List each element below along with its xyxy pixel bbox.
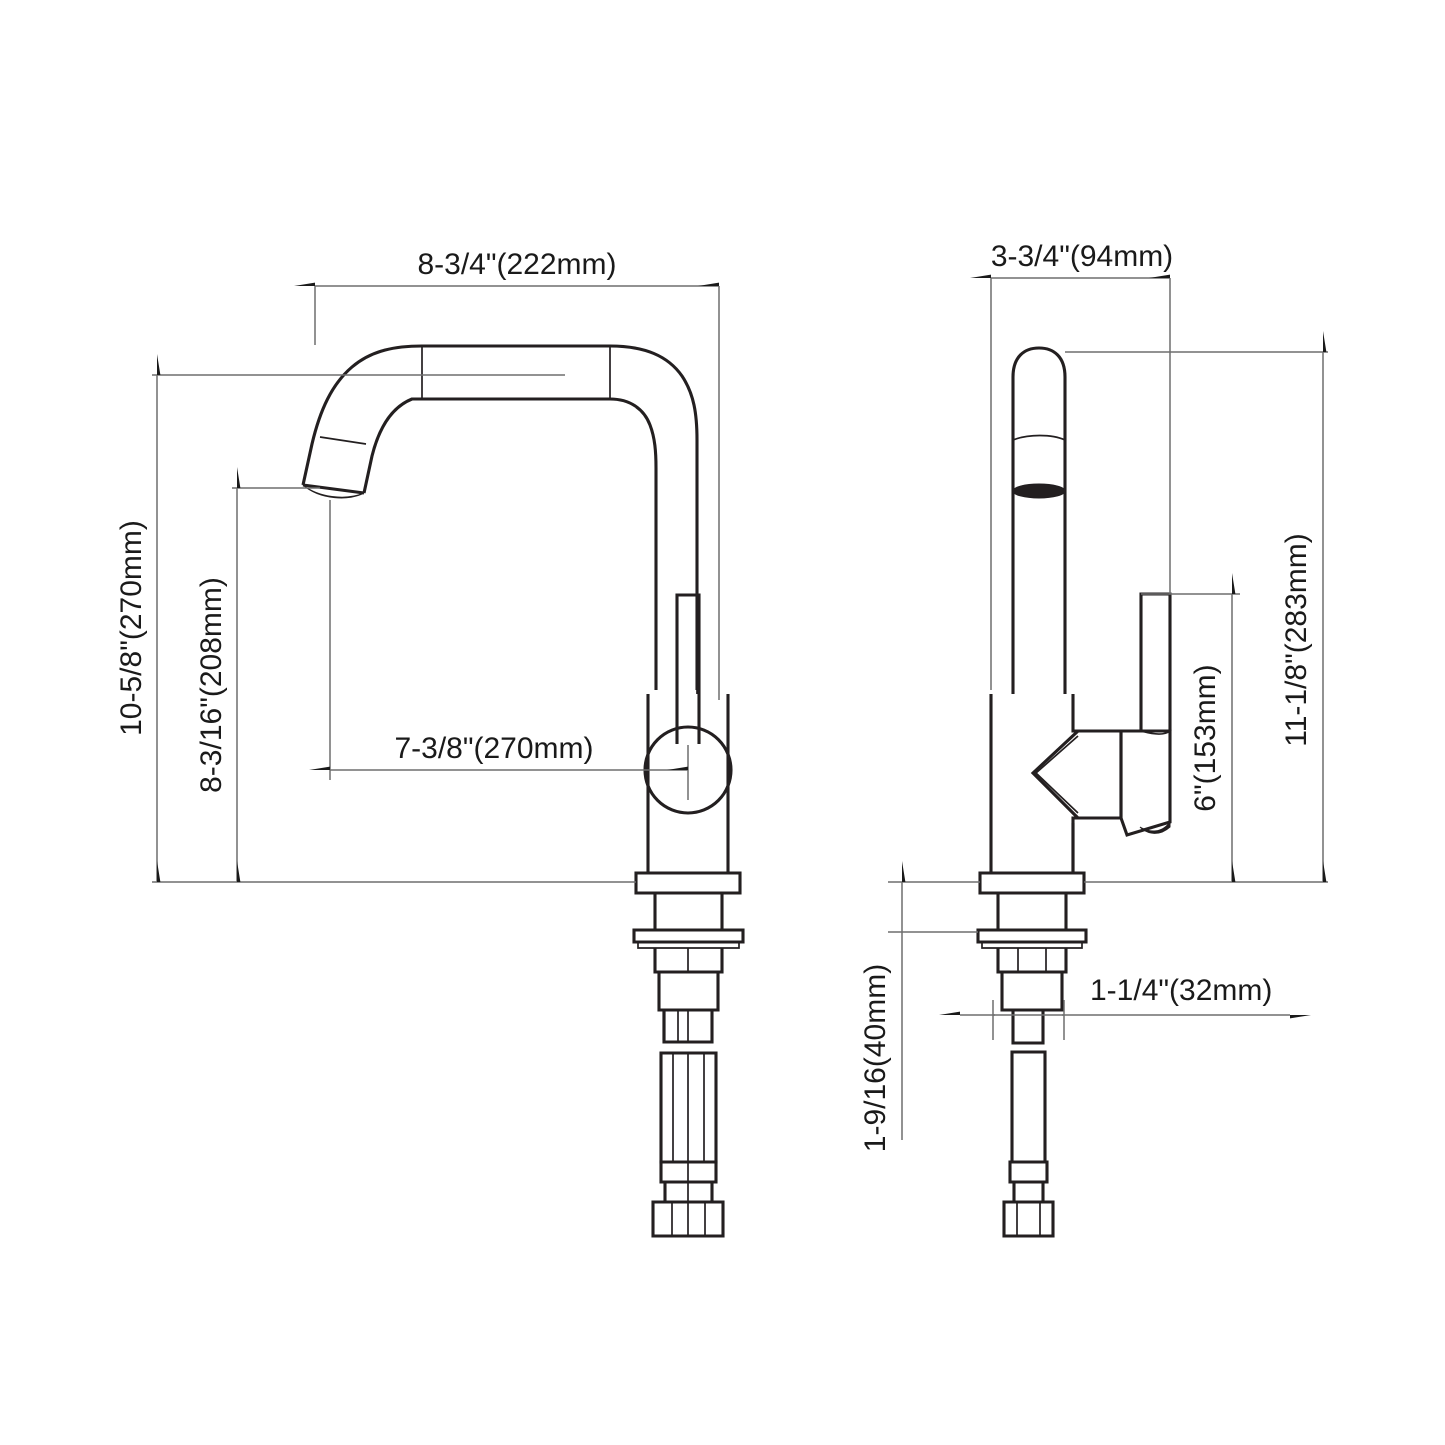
side-mounting-washer-edge (981, 941, 1083, 949)
dim-label-10-5-8: 10-5/8"(270mm) (115, 520, 148, 736)
dim-label-6in: 6"(153mm) (1189, 664, 1222, 811)
dim-label-7-3-8: 7-3/8"(270mm) (394, 732, 593, 765)
side-stud (1011, 1010, 1045, 1045)
dim-label-3-3-4: 3-3/4"(94mm) (991, 240, 1173, 273)
mounting-shank (653, 893, 724, 932)
side-spout-seam (1012, 434, 1066, 441)
deck-flange (634, 871, 742, 895)
spout-outer-profile (301, 344, 699, 690)
spout-tip-seam (319, 436, 367, 445)
side-hose-neck (1012, 1182, 1045, 1204)
side-handle-grip-seam (1140, 730, 1171, 735)
dim-label-1-1-4: 1-1/4"(32mm) (1090, 974, 1272, 1007)
side-lock-nut (996, 948, 1068, 974)
side-spout-column (1011, 346, 1067, 694)
side-hex-nut (1002, 1200, 1055, 1238)
dim-total-height-side: 11-1/8"(283mm) (1065, 331, 1328, 883)
dim-shank-diameter: 1-1/4"(32mm) (939, 974, 1311, 1040)
side-valve-body (989, 694, 1075, 875)
aerator (302, 484, 365, 499)
hex-nut (651, 1200, 725, 1238)
dim-label-1-9-16: 1-9/16(40mm) (859, 964, 892, 1152)
side-supply-hose (1010, 1050, 1047, 1164)
side-handle-hub-inner (1034, 735, 1079, 814)
dim-overall-height: 10-5/8"(270mm) (115, 354, 636, 883)
dim-spout-depth: 3-3/4"(94mm) (970, 240, 1173, 690)
dim-handle-height: 6"(153mm) (1141, 573, 1240, 882)
lock-nut-body (657, 972, 720, 1012)
dim-spout-reach: 7-3/8"(270mm) (309, 500, 689, 800)
side-mounting-washer (976, 928, 1088, 944)
dim-deck-thickness: 1-9/16(40mm) (859, 861, 980, 1152)
side-mounting-shank (996, 893, 1068, 932)
dim-spout-reach-top: 8-3/4"(222mm) (294, 248, 720, 700)
dim-label-8-3-4: 8-3/4"(222mm) (417, 248, 616, 281)
spout-inner-profile (362, 397, 658, 690)
front-view-faucet (301, 344, 745, 1238)
side-deck-flange (978, 871, 1086, 895)
side-hose-collar (1008, 1160, 1049, 1184)
side-handle-yoke (1078, 729, 1123, 820)
dim-spout-outlet-height: 8-3/16"(208mm) (195, 467, 320, 882)
side-handle-lever (1139, 592, 1172, 731)
mounting-washer-edge (637, 941, 740, 949)
dim-label-8-3-16: 8-3/16"(208mm) (195, 577, 228, 793)
side-handle-grip (1119, 729, 1172, 837)
side-lock-nut-body (1000, 972, 1064, 1012)
side-view-faucet (976, 346, 1172, 1238)
hose-collar (659, 1160, 718, 1184)
handle-lever (675, 593, 701, 744)
dim-label-11-1-8: 11-1/8"(283mm) (1280, 533, 1313, 747)
side-aerator (1012, 483, 1066, 499)
mounting-washer (632, 928, 745, 944)
spout-outlet-edge (302, 483, 365, 495)
side-handle-grip-tip (1139, 820, 1171, 834)
side-handle-hub (1030, 694, 1082, 873)
